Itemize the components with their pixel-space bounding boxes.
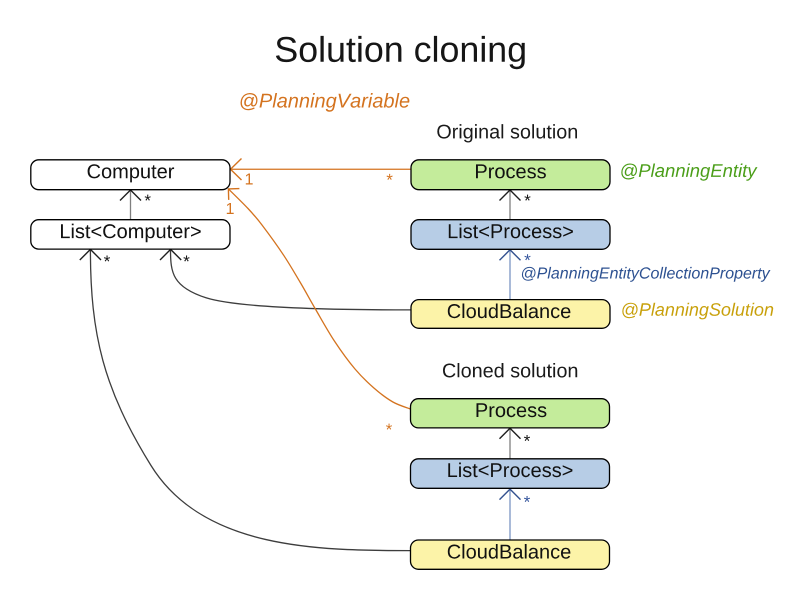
svg-text:Computer: Computer bbox=[87, 161, 175, 183]
svg-text:*: * bbox=[386, 171, 393, 190]
svg-text:1: 1 bbox=[245, 172, 254, 189]
svg-text:@PlanningSolution: @PlanningSolution bbox=[621, 300, 774, 320]
svg-text:*: * bbox=[144, 191, 151, 210]
svg-text:*: * bbox=[104, 252, 111, 271]
svg-text:List<Process>: List<Process> bbox=[447, 221, 574, 243]
svg-text:Solution cloning: Solution cloning bbox=[274, 30, 527, 70]
svg-text:@PlanningEntityCollectionPrope: @PlanningEntityCollectionProperty bbox=[520, 266, 770, 283]
svg-text:1: 1 bbox=[226, 201, 235, 218]
svg-text:*: * bbox=[524, 251, 531, 270]
svg-text:*: * bbox=[183, 252, 190, 271]
svg-text:Process: Process bbox=[474, 161, 546, 183]
svg-text:Process: Process bbox=[475, 400, 547, 422]
svg-text:Cloned solution: Cloned solution bbox=[442, 360, 578, 382]
svg-text:CloudBalance: CloudBalance bbox=[447, 301, 572, 323]
svg-text:List<Computer>: List<Computer> bbox=[59, 221, 201, 243]
svg-text:List<Process>: List<Process> bbox=[447, 460, 574, 482]
svg-text:CloudBalance: CloudBalance bbox=[447, 542, 572, 564]
svg-text:@PlanningEntity: @PlanningEntity bbox=[620, 160, 759, 181]
svg-text:*: * bbox=[524, 493, 531, 512]
svg-text:*: * bbox=[524, 432, 531, 451]
svg-text:*: * bbox=[524, 191, 531, 210]
svg-text:*: * bbox=[386, 420, 393, 439]
svg-text:Original solution: Original solution bbox=[436, 121, 578, 143]
svg-text:@PlanningVariable: @PlanningVariable bbox=[239, 91, 410, 113]
